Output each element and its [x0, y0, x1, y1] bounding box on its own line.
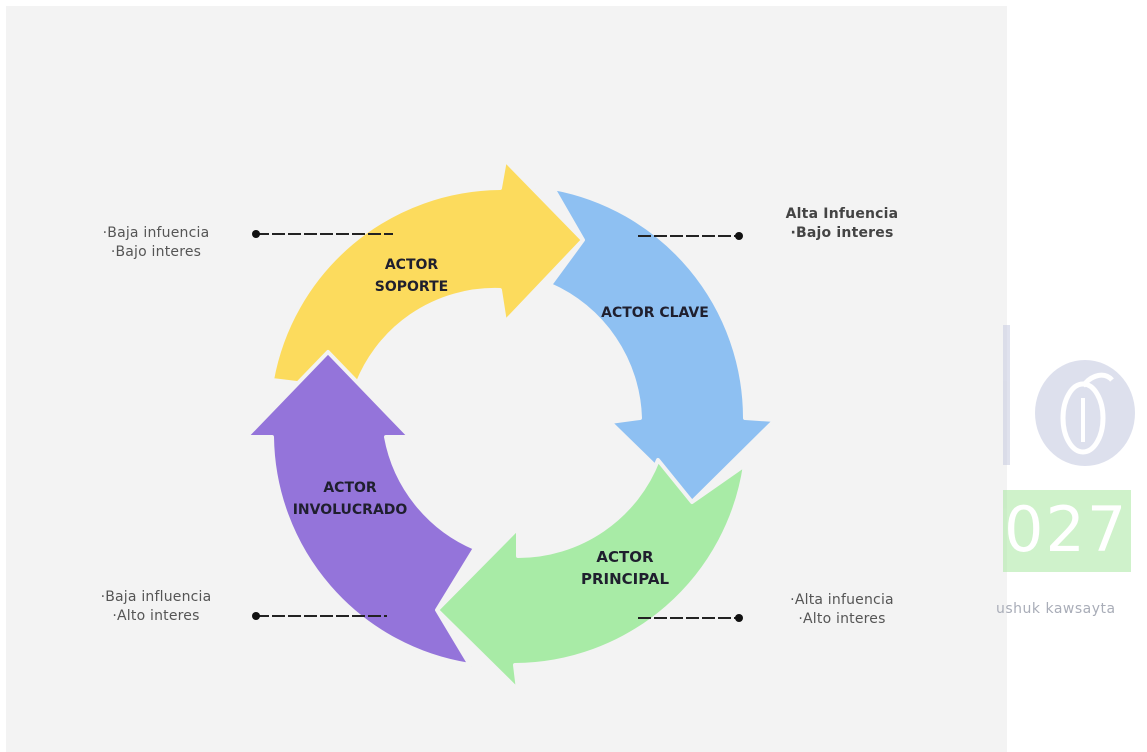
connector-top-left [252, 230, 393, 238]
connector-top-right [638, 232, 743, 240]
connector-bottom-right [638, 614, 743, 622]
node-label-actor-principal: ACTOR PRINCIPAL [580, 548, 670, 588]
node-label-actor-involucrado: ACTOR INVOLUCRADO [292, 480, 408, 518]
node-label-actor-clave: ACTOR CLAVE [601, 305, 709, 321]
logo-watermark [1003, 325, 1135, 572]
label-bottom-left: ·Baja influencia ·Alto interes [100, 589, 212, 624]
label-bottom-right: ·Alta infuencia ·Alto interes [790, 592, 894, 627]
arrow-actor-principal [435, 458, 747, 692]
label-top-left: ·Baja infuencia ·Bajo interes [102, 225, 210, 260]
watermark-tagline: ushuk kawsayta [996, 601, 1116, 617]
arrow-actor-clave [548, 186, 777, 504]
watermark-number: 027 [1004, 493, 1129, 566]
node-label-actor-soporte: ACTOR SOPORTE [374, 257, 449, 295]
arrow-actor-involucrado [244, 350, 477, 667]
arrow-actor-soporte [270, 158, 585, 392]
label-top-right: Alta Infuencia ·Bajo interes [785, 206, 899, 241]
connector-bottom-left [252, 612, 387, 620]
